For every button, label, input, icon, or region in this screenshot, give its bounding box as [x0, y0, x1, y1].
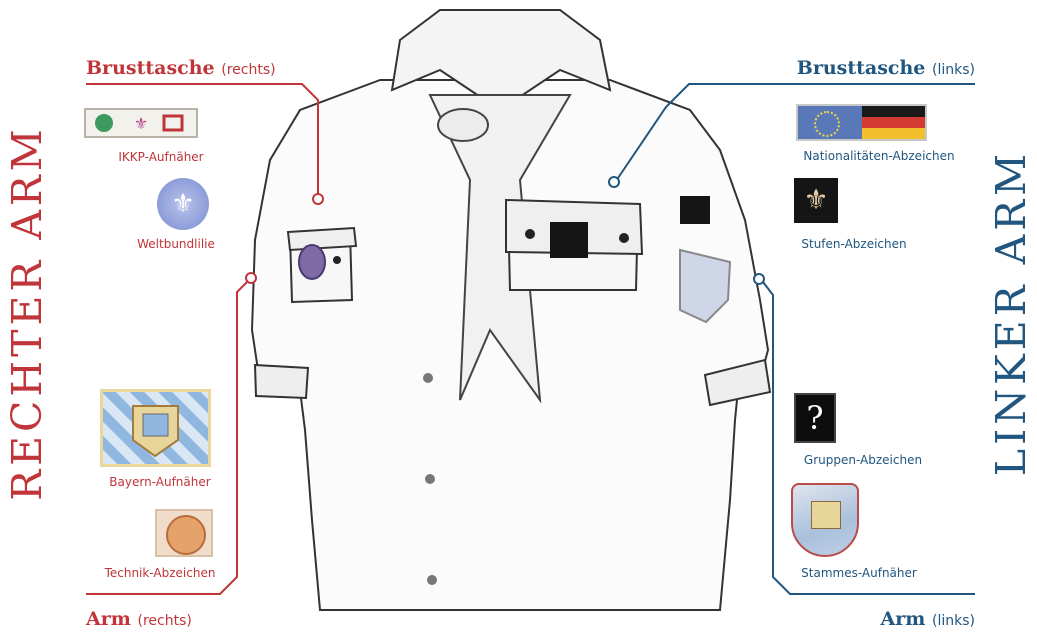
label-ikkp: IKKP-Aufnäher	[118, 150, 203, 164]
heading-sub: (links)	[932, 613, 975, 629]
connector-dot	[246, 273, 256, 283]
gruppen-badge-image: ?	[794, 393, 836, 443]
shirt-button	[423, 373, 433, 383]
heading-main: Arm	[881, 608, 926, 630]
eu-stars-icon	[814, 111, 840, 137]
label-stammes: Stammes-Aufnäher	[801, 566, 917, 580]
pocket-flap-right	[288, 228, 356, 250]
connector-dot	[313, 194, 323, 204]
label-technik: Technik-Abzeichen	[105, 566, 216, 580]
label-nationality: Nationalitäten-Abzeichen	[803, 149, 954, 163]
ikkp-emblems-icon: ⚜	[86, 110, 196, 136]
nationality-badge-image	[796, 104, 927, 141]
heading-sub: (links)	[932, 62, 975, 78]
stammes-crest-icon	[811, 501, 841, 529]
heading-main: Brusttasche	[86, 57, 215, 79]
pocket-left-patch	[550, 222, 588, 258]
eu-flag-icon	[798, 106, 862, 139]
pocket-left-button	[525, 229, 535, 239]
question-mark-icon: ?	[796, 395, 834, 441]
cuff-right	[255, 365, 308, 398]
technik-disc-icon	[166, 515, 206, 555]
german-flag-icon	[862, 106, 926, 139]
bavarian-coat-of-arms-icon	[103, 392, 208, 464]
label-gruppen: Gruppen-Abzeichen	[804, 453, 922, 467]
side-title-left-arm: LINKER ARM	[987, 150, 1035, 476]
label-stufen: Stufen-Abzeichen	[801, 237, 906, 251]
bayern-patch-image	[100, 389, 211, 467]
weltbundlilie-image: ⚜	[157, 178, 209, 230]
pocket-right-button	[333, 256, 341, 264]
stufen-lily-icon: ⚜	[794, 178, 838, 222]
heading-arm-links: Arm (links)	[881, 608, 975, 630]
label-weltbundlilie: Weltbundlilie	[137, 237, 215, 251]
side-title-right-arm: RECHTER ARM	[3, 125, 51, 501]
shirt-button	[425, 474, 435, 484]
stufen-badge-image: ⚜	[794, 178, 838, 223]
fleur-de-lis-icon: ⚜	[157, 178, 209, 230]
shirt-button	[427, 575, 437, 585]
sleeve-group-patch	[680, 196, 710, 224]
heading-main: Arm	[86, 608, 131, 630]
heading-arm-rechts: Arm (rechts)	[86, 608, 192, 630]
stammes-patch-image	[791, 483, 859, 557]
pocket-left-button	[619, 233, 629, 243]
connector-dot	[754, 274, 764, 284]
neckerchief-knot	[438, 109, 488, 141]
heading-brusttasche-rechts: Brusttasche (rechts)	[86, 57, 276, 79]
connector-dot	[609, 177, 619, 187]
technik-badge-image	[155, 509, 213, 557]
heading-main: Brusttasche	[797, 57, 926, 79]
ikkp-patch-image: ⚜	[84, 108, 198, 138]
pocket-right-patch	[299, 245, 325, 279]
label-bayern: Bayern-Aufnäher	[109, 475, 210, 489]
svg-text:⚜: ⚜	[134, 114, 148, 133]
heading-brusttasche-links: Brusttasche (links)	[797, 57, 975, 79]
heading-sub: (rechts)	[221, 62, 275, 78]
heading-sub: (rechts)	[137, 613, 191, 629]
